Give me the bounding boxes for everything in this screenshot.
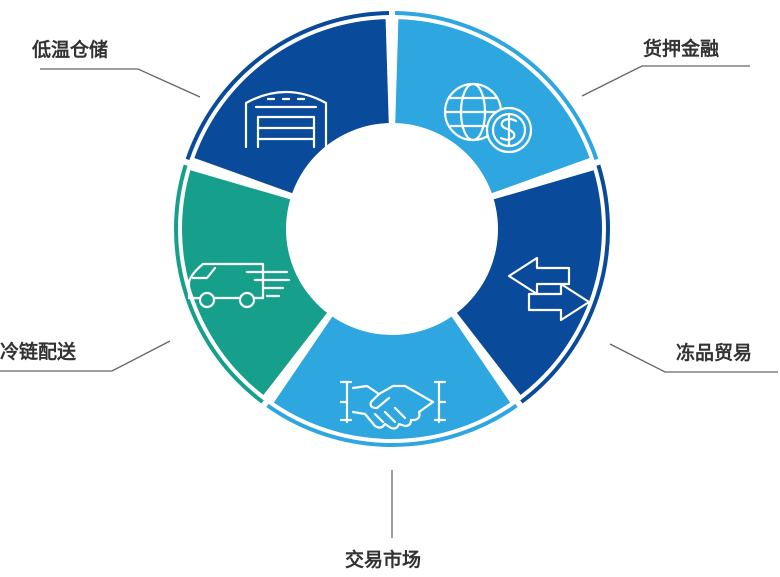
warehouse-icon (244, 90, 328, 149)
outer-ring-cold-delivery (174, 164, 264, 404)
center-hole (286, 123, 498, 335)
leader-line-pledge-finance (581, 65, 750, 97)
segment-frozen-trade (455, 170, 602, 396)
segment-pledge-finance (395, 19, 590, 194)
segment-labels: 低温仓储 货押金融 冻品贸易 交易市场 冷链配送 (0, 37, 752, 571)
outer-ring-arcs (174, 11, 610, 447)
label-pledge-finance: 货押金融 (643, 37, 719, 60)
outer-ring-market (266, 403, 518, 447)
segment-market (273, 314, 511, 439)
label-cold-delivery: 冷链配送 (0, 340, 77, 363)
delivery-truck-icon (187, 262, 291, 309)
leader-lines (0, 65, 778, 538)
outer-ring-cold-storage (185, 11, 390, 161)
exchange-arrows-icon (507, 256, 591, 322)
leader-line-cold-storage (40, 68, 201, 98)
label-market: 交易市场 (345, 548, 421, 571)
label-frozen-trade: 冻品贸易 (676, 341, 752, 364)
globe-dollar-icon (443, 82, 533, 154)
handshake-icon (339, 380, 447, 430)
leader-line-cold-delivery (0, 340, 171, 372)
outer-ring-pledge-finance (394, 11, 599, 161)
label-cold-storage: 低温仓储 (31, 38, 108, 61)
outer-ring-frozen-trade (520, 164, 610, 404)
segment-cold-delivery (182, 170, 329, 396)
leader-line-frozen-trade (609, 343, 778, 373)
